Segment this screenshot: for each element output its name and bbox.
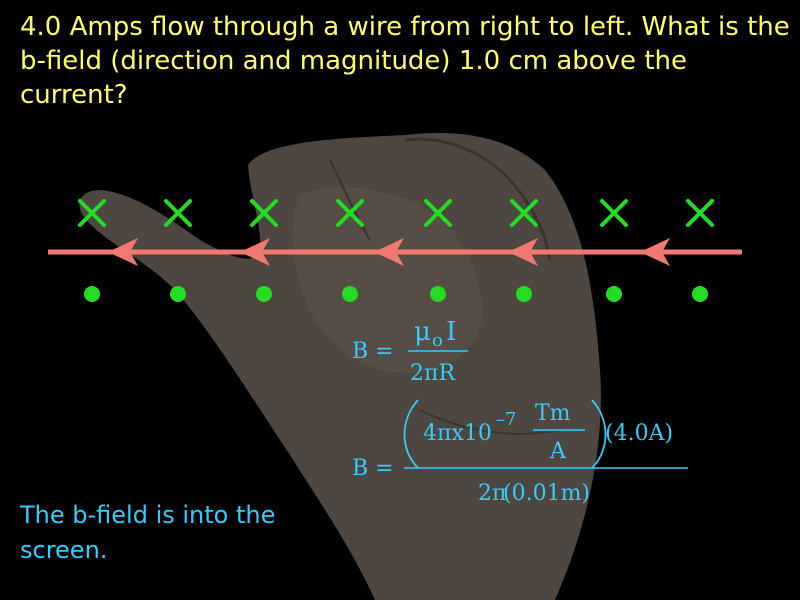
- equation-b-formula: B = μ o I 2πR: [352, 317, 468, 386]
- eq2-close-paren: [591, 399, 607, 469]
- cross-marker-icon: [164, 199, 192, 227]
- question-text: 4.0 Amps flow through a wire from right …: [20, 12, 790, 110]
- field-into-screen-markers: [78, 199, 714, 227]
- eq1-mu: μ: [414, 317, 431, 347]
- field-out-of-screen-markers: [84, 286, 708, 302]
- current-arrow-icon: [640, 238, 670, 266]
- eq2-lhs: B =: [352, 456, 394, 481]
- current-arrow-icon: [374, 238, 404, 266]
- cross-marker-icon: [78, 199, 106, 227]
- cross-marker-icon: [424, 199, 452, 227]
- current-arrow-icon: [508, 238, 538, 266]
- dot-marker-icon: [342, 286, 358, 302]
- dot-marker-icon: [606, 286, 622, 302]
- eq2-unit-numerator: Tm: [535, 401, 571, 426]
- dot-marker-icon: [692, 286, 708, 302]
- eq2-open-paren: [403, 399, 419, 469]
- dot-marker-icon: [84, 286, 100, 302]
- conclusion-text: The b-field is into the screen.: [20, 501, 276, 564]
- eq1-current-symbol: I: [446, 317, 456, 347]
- current-arrows: [108, 238, 670, 266]
- dot-marker-icon: [430, 286, 446, 302]
- eq2-exponent: –7: [496, 409, 516, 430]
- equation-b-substituted: B = 4πx10 –7 Tm A (4.0A) 2π (0.01m): [352, 399, 688, 506]
- eq2-current: (4.0A): [605, 421, 673, 446]
- eq1-denominator: 2πR: [410, 361, 456, 386]
- eq2-denominator-radius: (0.01m): [503, 481, 590, 506]
- eq1-lhs: B =: [352, 339, 394, 364]
- cross-marker-icon: [250, 199, 278, 227]
- eq2-coefficient: 4πx10: [423, 421, 492, 446]
- cross-marker-icon: [686, 199, 714, 227]
- eq2-unit-denominator: A: [549, 439, 567, 464]
- cross-marker-icon: [336, 199, 364, 227]
- eq1-mu-sub: o: [432, 330, 443, 351]
- current-arrow-icon: [108, 238, 138, 266]
- dot-marker-icon: [516, 286, 532, 302]
- dot-marker-icon: [170, 286, 186, 302]
- dot-marker-icon: [256, 286, 272, 302]
- cross-marker-icon: [600, 199, 628, 227]
- eq2-denominator-2pi: 2π: [478, 481, 506, 506]
- cross-marker-icon: [510, 199, 538, 227]
- current-arrow-icon: [240, 238, 270, 266]
